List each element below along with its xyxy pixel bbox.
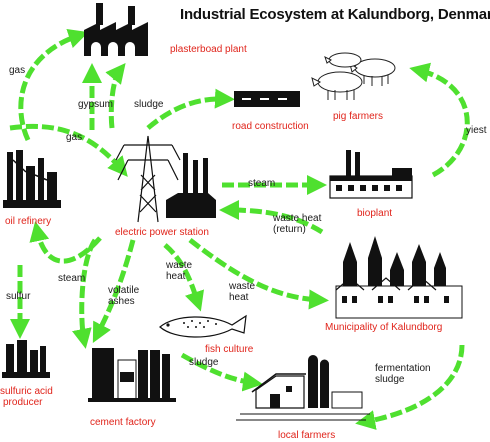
refinery-icon [3, 150, 61, 208]
flow-gas-mid: gas [66, 132, 83, 143]
flow-sludge-road: sludge [134, 99, 164, 110]
cement-factory-label: cement factory [90, 417, 156, 428]
pig-icon [311, 52, 396, 100]
arrow-volatile-ashes [92, 239, 136, 343]
sulfuric-acid-label-line2: producer [3, 397, 43, 408]
municipality-icon [335, 236, 463, 319]
fish-icon [159, 314, 247, 338]
flow-waste-heat-fish-line1: waste [166, 260, 193, 271]
flow-yiest: yiest [466, 125, 487, 136]
pig-farmers-label: pig farmers [333, 111, 384, 122]
arrow-yiest [409, 62, 470, 178]
sulfuric-acid-label-line1: sulfuric acid [0, 386, 53, 397]
bioplant-label: bioplant [357, 208, 393, 219]
flow-volatile-ashes-line1: volatile [108, 285, 140, 296]
flow-waste-heat-return-line1: waste heat [273, 213, 322, 224]
diagram-title: Industrial Ecosystem at Kalundborg, Denm… [180, 6, 490, 23]
plasterboard-plant-label: plasterboad plant [170, 44, 247, 55]
flow-waste-heat-municipality-line1: waste [229, 281, 256, 292]
road-construction-label: road construction [232, 121, 309, 132]
flow-steam-refinery: steam [58, 273, 86, 284]
flow-fermentation-sludge-line2: sludge [375, 374, 405, 385]
arrow-power-to-plasterboard [105, 62, 126, 129]
bioplant-icon [329, 150, 413, 199]
arrow-sludge-farmers [180, 352, 263, 392]
arrow-sludge-road [146, 88, 235, 130]
flow-sulfur: sulfur [6, 291, 31, 302]
pylon-icon [115, 135, 181, 223]
flow-waste-heat-fish-line2: heat [166, 271, 186, 282]
electric-power-station-label: electric power station [115, 227, 209, 238]
municipality-label: Municipality of Kalundborg [325, 322, 443, 333]
arrow-waste-heat-return [219, 200, 324, 235]
arrow-waste-heat-fish [163, 243, 205, 312]
plasterboard-factory-icon [84, 3, 148, 56]
arrow-power-to-cement [72, 238, 98, 349]
flow-volatile-ashes-line2: ashes [108, 296, 135, 307]
arrow-gas-refinery-to-plasterboard [18, 29, 89, 142]
local-farmers-label: local farmers [278, 430, 336, 441]
flow-fermentation-sludge-line1: fermentation [375, 363, 431, 374]
flow-sludge-farmers: sludge [189, 357, 219, 368]
flow-gas-top: gas [9, 65, 26, 76]
farm-icon [236, 355, 370, 421]
power-station-icon [166, 153, 216, 218]
sulfuric-acid-plant-icon [2, 340, 50, 378]
flow-waste-heat-return-line2: (return) [273, 224, 306, 235]
arrow-fermentation-sludge [355, 344, 465, 430]
flow-gypsum: gypsum [78, 99, 114, 110]
cement-factory-icon [88, 348, 176, 402]
flow-steam-bioplant: steam [248, 178, 276, 189]
arrow-waste-heat-municipality [188, 238, 329, 310]
flow-waste-heat-municipality-line2: heat [229, 292, 249, 303]
fish-culture-label: fish culture [205, 344, 254, 355]
oil-refinery-label: oil refinery [5, 216, 52, 227]
road-icon [234, 91, 300, 107]
